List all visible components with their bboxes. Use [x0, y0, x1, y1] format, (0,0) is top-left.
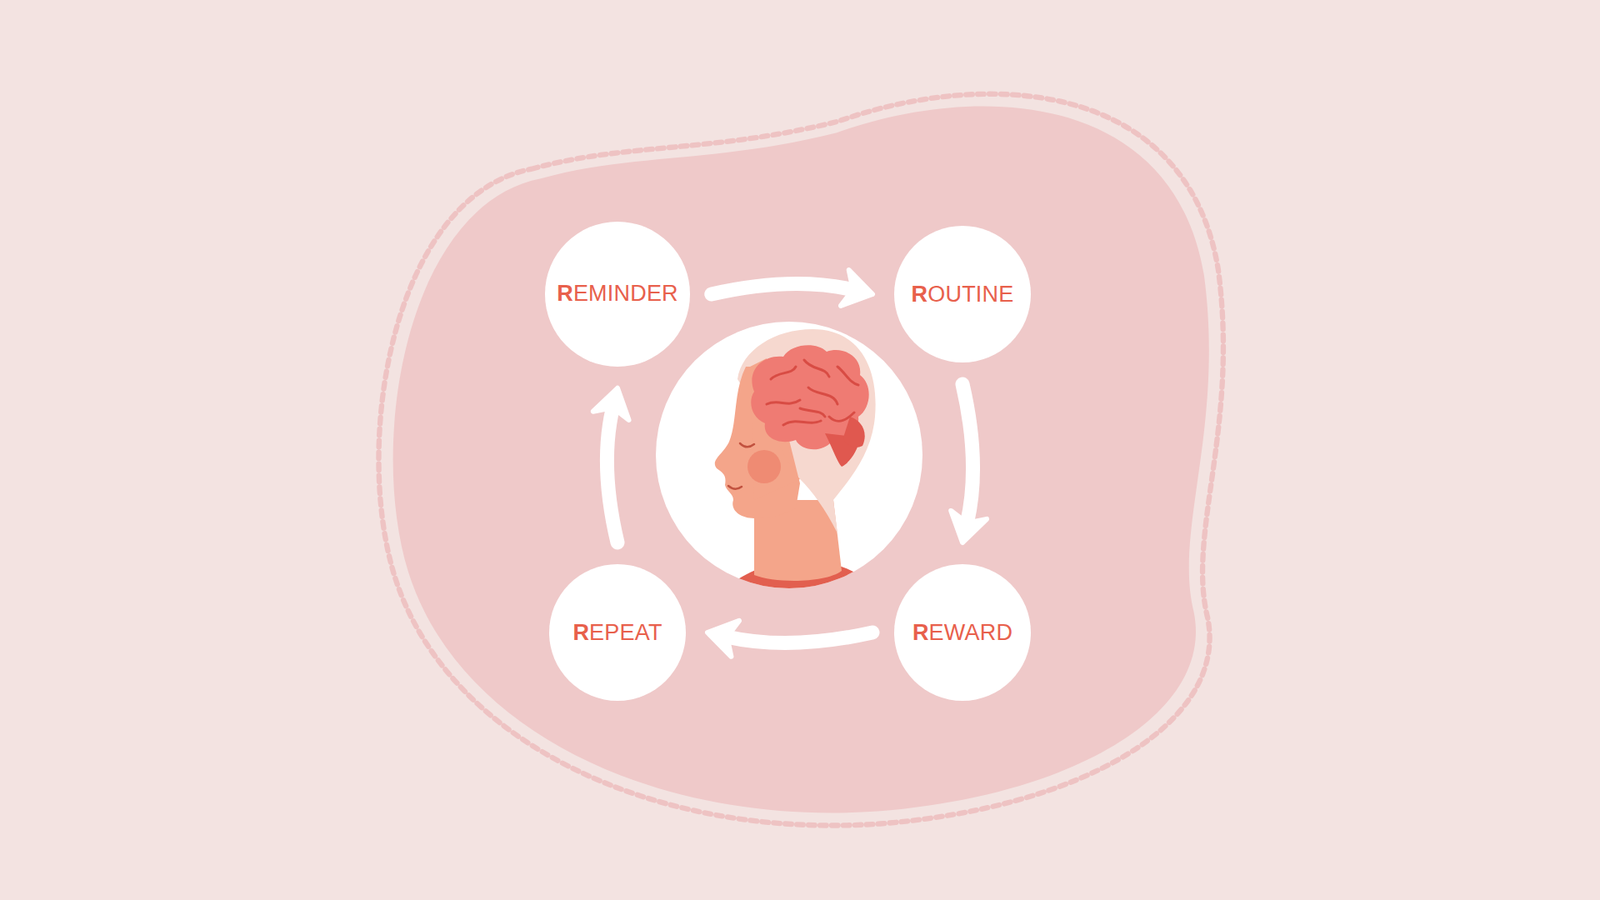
step-label: REMINDER [556, 280, 679, 307]
arrow-shaft [606, 407, 618, 543]
cycle-arrow [711, 270, 873, 306]
arrow-shaft [726, 632, 873, 643]
arrow-head [707, 620, 740, 657]
step-label: REWARD [912, 620, 1013, 646]
step-circle: ROUTINE [894, 225, 1031, 363]
arrow-head [593, 388, 630, 420]
cycle-arrow [593, 388, 630, 543]
step-circle: REWARD [894, 564, 1031, 701]
step-label: REPEAT [572, 620, 662, 646]
cycle-arrow [707, 620, 873, 657]
step-label: ROUTINE [911, 281, 1015, 308]
step-circle: REPEAT [549, 564, 686, 701]
arrow-head [950, 510, 987, 543]
arrow-shaft [711, 283, 854, 295]
arrow-shaft [962, 384, 974, 524]
step-circle: REMINDER [545, 221, 690, 367]
cycle-arrow [950, 384, 987, 543]
arrow-head [840, 270, 873, 306]
